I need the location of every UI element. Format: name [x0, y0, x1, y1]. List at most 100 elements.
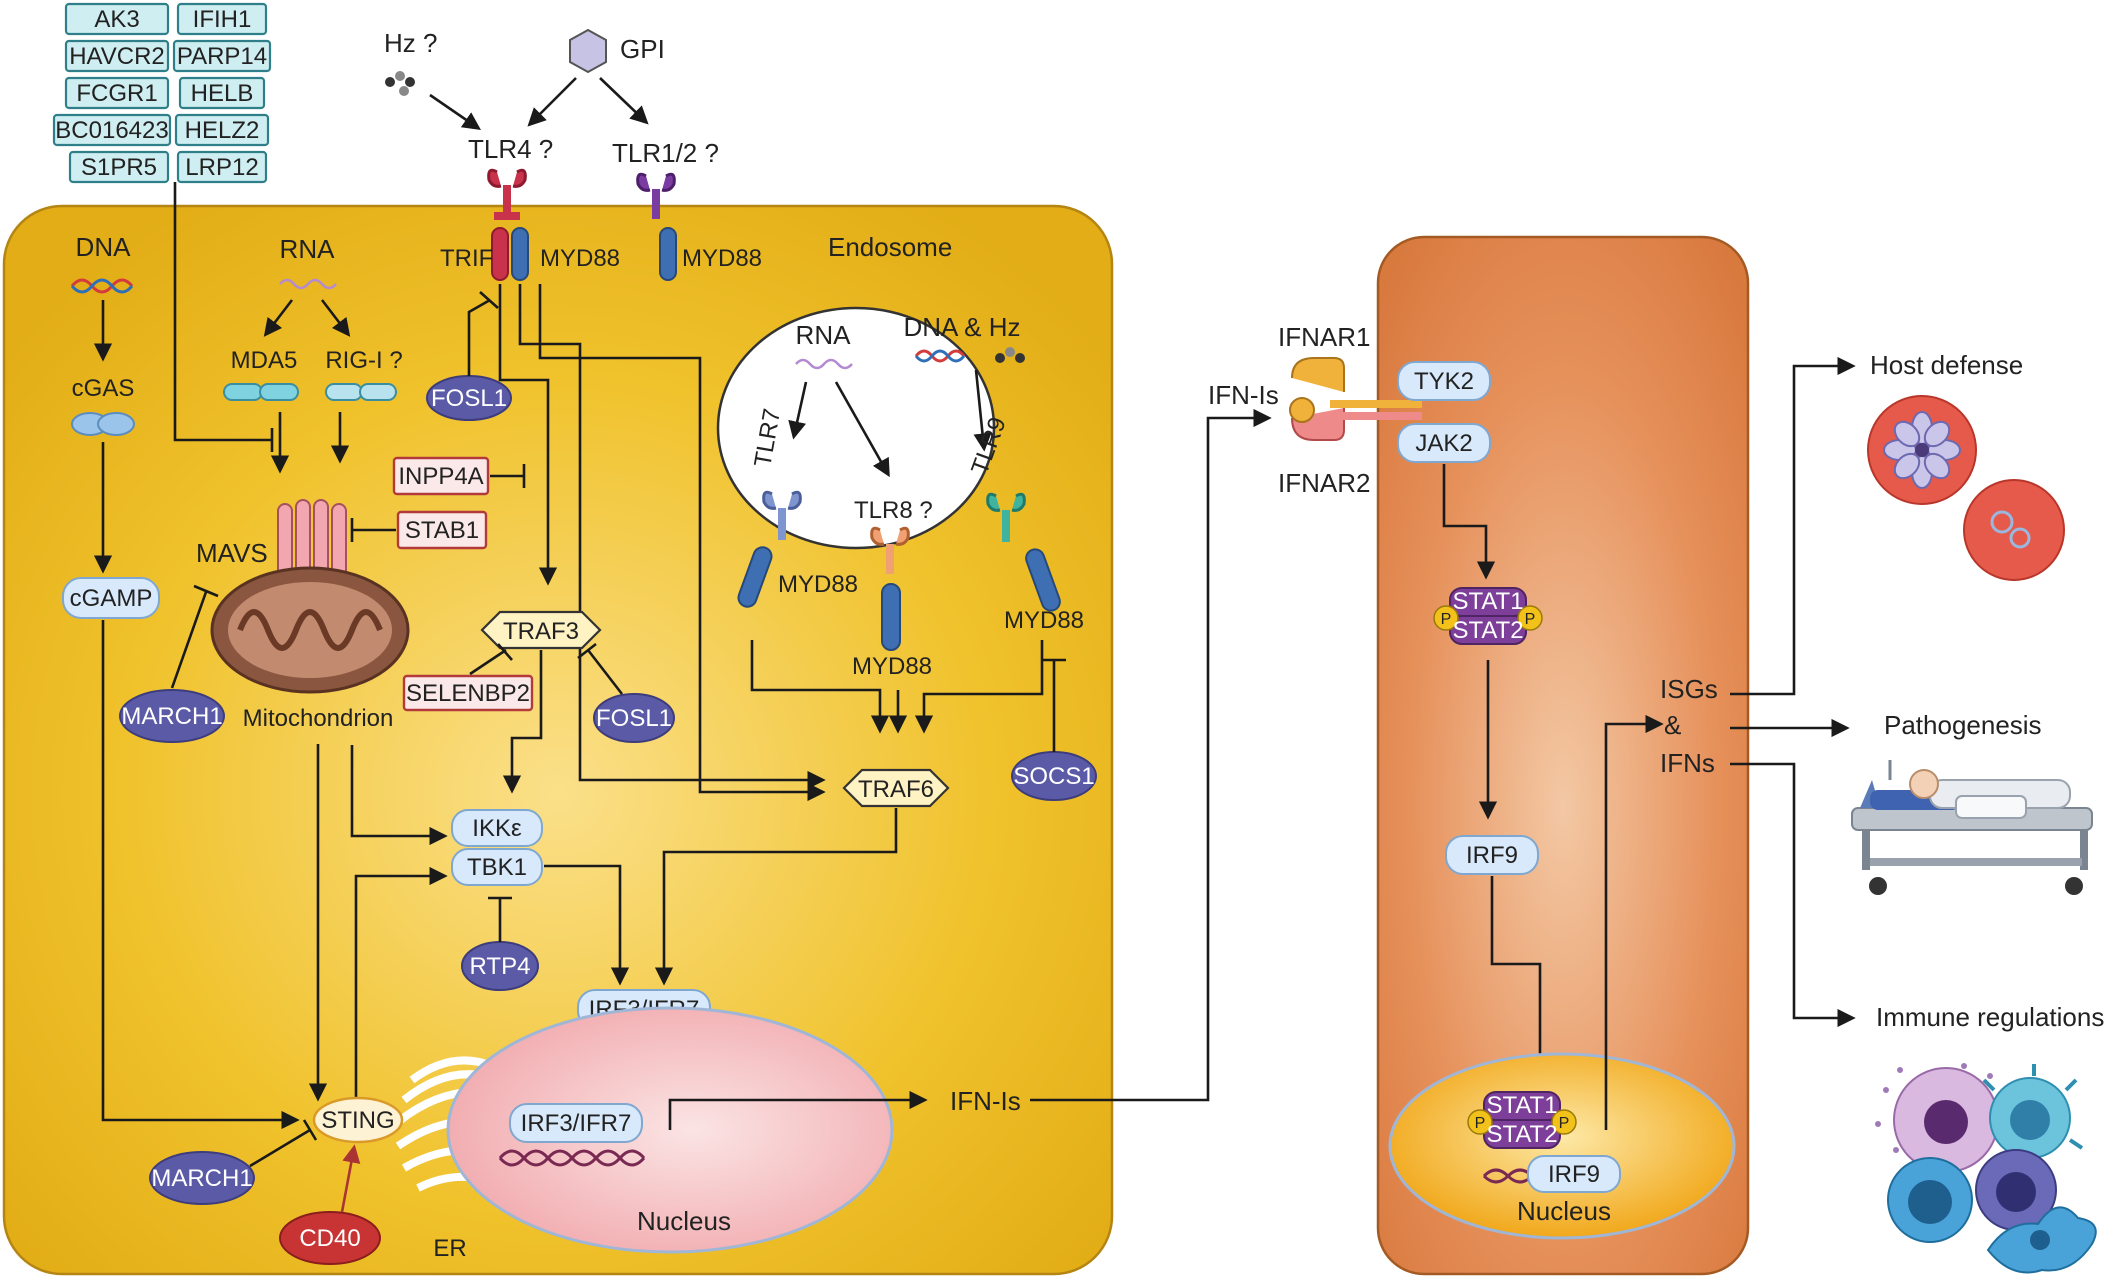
gene-ak3: AK3: [94, 6, 139, 33]
traf3-label: TRAF3: [503, 618, 579, 645]
tlr7-myd88-label: MYD88: [778, 571, 858, 598]
ifn-is-target-label: IFN-Is: [1208, 380, 1279, 410]
ikke-label: IKKε: [472, 815, 522, 842]
irf9-nuc-label: IRF9: [1548, 1161, 1600, 1188]
hz-molecule-icon: [385, 71, 415, 96]
traf6-label: TRAF6: [858, 776, 934, 803]
tlr8-myd88-label: MYD88: [852, 653, 932, 680]
gene-bc016423: BC016423: [55, 117, 168, 144]
irf3-irf7-nuc-pill: [509, 1103, 643, 1143]
stat2-cyto-label: STAT2: [1452, 617, 1523, 644]
selenbp2-box: [402, 674, 534, 712]
p-nuc-left: P: [1475, 1115, 1486, 1132]
traf6-hexagon: [842, 768, 950, 808]
ifn-is-secreted-label: IFN-Is: [950, 1086, 1021, 1116]
gene-havcr2: HAVCR2: [69, 43, 165, 70]
stat-dimer-nuc: [1467, 1091, 1577, 1149]
hospital-bed-icon: [1851, 760, 2093, 895]
tlr9-receptor: [986, 492, 1061, 612]
myd88-tlr4-label: MYD88: [540, 245, 620, 272]
infected-rbc-icon: [1867, 395, 1977, 505]
march1-top-oval: [119, 689, 225, 743]
p-cyto-right: P: [1525, 611, 1536, 628]
rigi-label: RIG-I ?: [325, 347, 402, 374]
pathogenesis-label: Pathogenesis: [1884, 710, 2042, 740]
cgas-icon: [71, 412, 135, 436]
tlr9-myd88-label: MYD88: [1004, 607, 1084, 634]
gpi-hexagon-icon: [569, 28, 607, 74]
amp-label: &: [1664, 710, 1681, 740]
march1-bottom-oval: [149, 1151, 255, 1205]
stat2-nuc-label: STAT2: [1486, 1121, 1557, 1148]
fosl1-top-label: FOSL1: [431, 385, 507, 412]
gene-fcgr1: FCGR1: [76, 80, 157, 107]
rigi-icon: [325, 383, 397, 401]
immune-cells-icon: [1875, 1063, 2097, 1274]
tlr8-receptor: [870, 526, 910, 651]
trif-label: TRIF: [440, 245, 493, 272]
cgas-label: cGAS: [72, 375, 135, 402]
stat1-nuc-label: STAT1: [1486, 1092, 1557, 1119]
myd88-tlr12-label: MYD88: [682, 245, 762, 272]
irf9-cyto-pill: [1445, 835, 1539, 875]
tlr7-receptor: [737, 490, 802, 608]
ifnar-receptor-icon: [1289, 357, 1422, 441]
march1-bottom-label: MARCH1: [151, 1165, 252, 1192]
mda5-icon: [223, 383, 299, 401]
nucleus-target: [1388, 1052, 1736, 1240]
endosome-dnahz-label: DNA & Hz: [903, 312, 1020, 342]
isgs-label: ISGs: [1660, 674, 1718, 704]
tyk2-label: TYK2: [1414, 368, 1474, 395]
cgamp-label: cGAMP: [70, 585, 153, 612]
traf3-hexagon: [480, 610, 602, 650]
nucleus-dna-icon: [498, 1149, 646, 1167]
stat1-cyto-label: STAT1: [1452, 588, 1523, 615]
ifnar1-label: IFNAR1: [1278, 322, 1370, 352]
inpp4a-label: INPP4A: [398, 463, 483, 490]
tbk1-label: TBK1: [467, 854, 527, 881]
rtp4-label: RTP4: [470, 953, 531, 980]
cgamp-pill: [62, 577, 160, 619]
socs1-label: SOCS1: [1013, 763, 1094, 790]
cd40-label: CD40: [299, 1225, 360, 1252]
irf9-cyto-label: IRF9: [1466, 842, 1518, 869]
inpp4a-box: [392, 456, 490, 496]
stat-dimer-cyto: [1433, 587, 1543, 645]
gene-parp14: PARP14: [177, 43, 267, 70]
tlr8-label: TLR8 ?: [854, 497, 933, 524]
tbk1-pill: [451, 848, 543, 886]
fosl1-bottom-oval: [593, 693, 675, 743]
tyk2-pill: [1397, 361, 1491, 401]
jak2-label: JAK2: [1415, 430, 1472, 457]
gene-list-inhibit-line: [173, 182, 272, 442]
rna-label: RNA: [280, 234, 336, 264]
march1-top-label: MARCH1: [121, 703, 222, 730]
jak2-pill: [1397, 423, 1491, 463]
tlr4-label: TLR4 ?: [468, 134, 553, 164]
rna-strand-icon: [279, 278, 337, 290]
endosome-rna-label: RNA: [796, 320, 852, 350]
target-cell: [1376, 235, 1750, 1276]
immune-regulations-label: Immune regulations: [1876, 1002, 2104, 1032]
tlr12-label: TLR1/2 ?: [612, 138, 719, 168]
gene-ifih1: IFIH1: [193, 6, 252, 33]
endosome-rna-icon: [795, 358, 853, 370]
endosome-label: Endosome: [828, 232, 952, 262]
nucleus-target-label: Nucleus: [1517, 1196, 1611, 1226]
p-nuc-right: P: [1559, 1115, 1570, 1132]
endosome-vesicle: [716, 306, 996, 550]
mavs-label: MAVS: [196, 538, 268, 568]
p-cyto-left: P: [1441, 611, 1452, 628]
hz-label: Hz ?: [384, 28, 437, 58]
mda5-label: MDA5: [231, 347, 298, 374]
gpi-label: GPI: [620, 34, 665, 64]
stab1-label: STAB1: [405, 517, 479, 544]
tlr12-receptor: [636, 172, 677, 281]
gene-helb: HELB: [191, 80, 254, 107]
irf3-irf7-nuc-label: IRF3/IFR7: [521, 1110, 632, 1137]
ifnar2-label: IFNAR2: [1278, 468, 1370, 498]
mitochondrion-icon: [210, 566, 410, 694]
host-defense-label: Host defense: [1870, 350, 2023, 380]
nucleus-source-label: Nucleus: [637, 1206, 731, 1236]
